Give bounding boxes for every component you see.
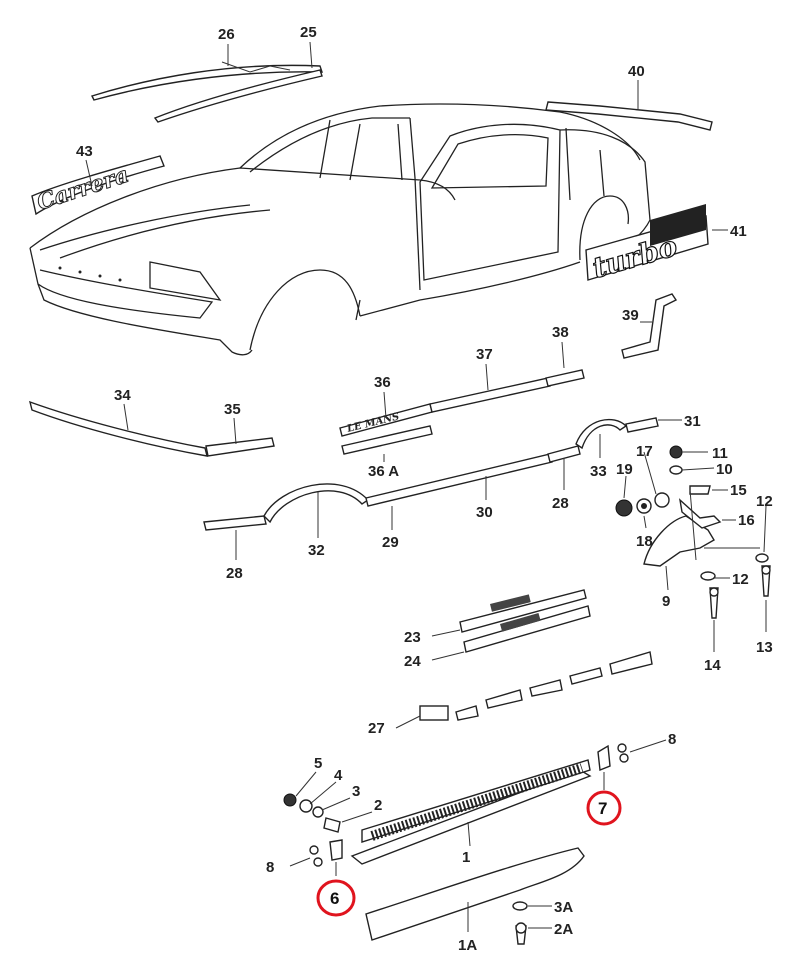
label-28a: 28 xyxy=(226,565,243,582)
label-24: 24 xyxy=(404,653,421,670)
label-12b: 12 xyxy=(732,571,749,588)
roof-trim-strips xyxy=(91,61,323,123)
label-19: 19 xyxy=(616,461,633,478)
strip-35 xyxy=(205,437,275,457)
strip-34 xyxy=(29,400,208,457)
strip-38 xyxy=(545,369,585,387)
rocker-strip-27 xyxy=(419,651,653,721)
fastener-stack xyxy=(283,793,341,833)
label-35: 35 xyxy=(224,401,241,418)
label-6: 6 xyxy=(330,889,339,908)
car-body xyxy=(29,103,651,356)
label-43: 43 xyxy=(76,143,93,160)
lemans-text: LE MANS xyxy=(345,411,400,435)
side-strips xyxy=(203,417,659,531)
label-37: 37 xyxy=(476,346,493,363)
label-39: 39 xyxy=(622,307,639,324)
label-33: 33 xyxy=(590,463,607,480)
label-36A: 36 A xyxy=(368,463,399,480)
washer-3A xyxy=(512,901,528,911)
label-5: 5 xyxy=(314,755,322,772)
label-11: 11 xyxy=(712,445,728,462)
label-7: 7 xyxy=(598,799,607,818)
label-40: 40 xyxy=(628,63,645,80)
label-13: 13 xyxy=(756,639,773,656)
label-26: 26 xyxy=(218,26,235,43)
rocker-panel-1 xyxy=(350,759,592,865)
trim-bracket-39 xyxy=(621,293,678,359)
clip-right xyxy=(597,743,629,771)
lower-panel-1A xyxy=(365,847,585,941)
label-8a: 8 xyxy=(668,731,676,748)
label-9: 9 xyxy=(662,593,670,610)
label-30: 30 xyxy=(476,504,493,521)
label-1: 1 xyxy=(462,849,470,866)
label-18: 18 xyxy=(636,533,653,550)
strip-37 xyxy=(429,377,551,413)
label-15: 15 xyxy=(730,482,747,499)
label-8b: 8 xyxy=(266,859,274,876)
label-10: 10 xyxy=(716,461,733,478)
label-41: 41 xyxy=(730,223,747,240)
label-17: 17 xyxy=(636,443,653,460)
clip-left xyxy=(309,839,343,867)
label-12a: 12 xyxy=(756,493,773,510)
label-1A: 1A xyxy=(458,937,477,954)
hardware-cluster xyxy=(615,445,771,619)
label-4: 4 xyxy=(334,767,343,784)
label-34: 34 xyxy=(114,387,131,404)
turbo-badge: turbo xyxy=(585,203,709,285)
sill-plates xyxy=(459,589,591,653)
highlight-circle-6 xyxy=(316,879,356,917)
label-29: 29 xyxy=(382,534,399,551)
label-28b: 28 xyxy=(552,495,569,512)
label-2A: 2A xyxy=(554,921,573,938)
label-3: 3 xyxy=(352,783,360,800)
label-14: 14 xyxy=(704,657,721,674)
label-38: 38 xyxy=(552,324,569,341)
carrera-badge-text: Carrera xyxy=(34,162,132,216)
highlight-circle-7 xyxy=(586,790,622,826)
label-25: 25 xyxy=(300,24,317,41)
carrera-badge: Carrera xyxy=(31,155,165,216)
label-23: 23 xyxy=(404,629,421,646)
label-16: 16 xyxy=(738,512,755,529)
label-3A: 3A xyxy=(554,899,573,916)
label-31: 31 xyxy=(684,413,701,430)
label-36: 36 xyxy=(374,374,391,391)
label-27: 27 xyxy=(368,720,385,737)
strip-36A xyxy=(341,425,433,455)
label-2: 2 xyxy=(374,797,382,814)
label-32: 32 xyxy=(308,542,325,559)
rear-window-strip xyxy=(545,101,713,131)
